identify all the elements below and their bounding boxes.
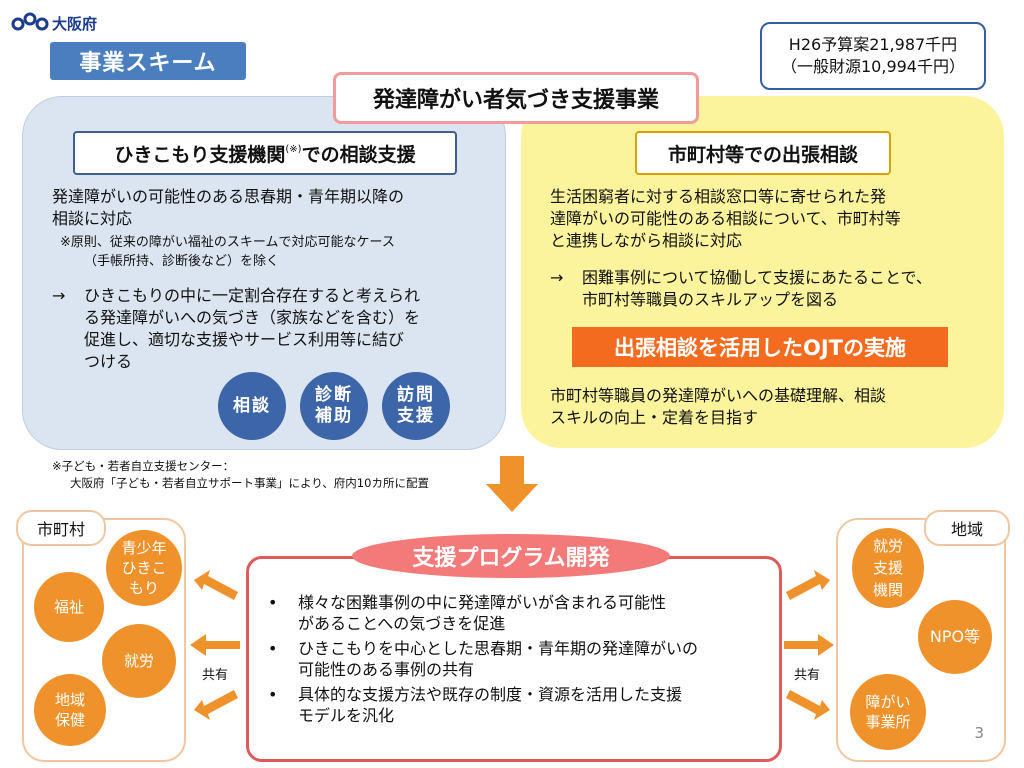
program-title: 支援プログラム開発 <box>352 534 670 578</box>
employment-support-line-3: 機関 <box>872 581 903 599</box>
left-para-1-line-1: 発達障がいの可能性のある思春期・青年期以降の <box>52 187 405 206</box>
right-para-1-line-1: 生活困窮者に対する相談窓口等に寄せられた発 <box>550 187 887 206</box>
left-arrow: → <box>52 286 66 305</box>
left-title-tail: での相談支援 <box>301 143 416 166</box>
community-health-line-1: 地域 <box>54 691 85 709</box>
employment-support-line-1: 就労 <box>872 537 903 555</box>
right-para-3: 市町村等職員の発達障がいへの基礎理解、相談 スキルの向上・定着を目指す <box>550 385 990 429</box>
disability-office-circle: 障がい 事業所 <box>850 674 926 750</box>
left-para-1: 発達障がいの可能性のある思春期・青年期以降の 相談に対応 <box>52 186 492 230</box>
community-health-circle: 地域 保健 <box>34 674 106 746</box>
program-bullet-1: 様々な困難事例の中に発達障がいが含まれる可能性 があることへの気づきを促進 <box>262 592 762 634</box>
left-arrow-middle-icon <box>190 634 240 656</box>
left-arrow-lower-icon <box>194 690 238 720</box>
visit-circle-line-1: 訪問 <box>397 385 435 405</box>
down-arrow-icon <box>486 456 538 512</box>
visit-support-circle: 訪問 支援 <box>382 372 450 440</box>
right-para-1-line-2: 達障がいの可能性のある相談について、市町村等 <box>550 209 901 228</box>
employment-circle-label: 就労 <box>123 652 154 670</box>
youth-hikikomori-circle: 青少年 ひきこ もり <box>106 530 182 606</box>
left-note: ※原則、従来の障がい福祉のスキームで対応可能なケース （手帳所持、診断後など）を… <box>60 233 490 271</box>
youth-circle-line-3: もり <box>128 579 159 597</box>
left-title-main: ひきこもり支援機関 <box>114 143 286 166</box>
left-para-2-line-3: 促進し、適切な支援やサービス利用等に結び <box>84 330 405 349</box>
disability-office-line-1: 障がい <box>865 693 911 711</box>
community-health-line-2: 保健 <box>54 711 85 729</box>
visit-circle-line-2: 支援 <box>397 406 435 426</box>
employment-support-circle: 就労 支援 機関 <box>852 528 924 608</box>
right-para-2-line-2: 市町村等職員のスキルアップを図る <box>582 290 839 309</box>
left-para-2: ひきこもりの中に一定割合存在すると考えられ る発達障がいへの気づき（家族などを含… <box>84 285 494 373</box>
right-para-1-line-3: と連携しながら相談に対応 <box>550 231 743 250</box>
bullet-2-line-1: ひきこもりを中心とした思春期・青年期の発達障がいの <box>298 639 699 658</box>
left-note-line-2: （手帳所持、診断後など）を除く <box>84 254 280 269</box>
consultation-circle-label: 相談 <box>233 395 271 416</box>
bullet-1-line-2: があることへの気づきを促進 <box>298 614 506 633</box>
welfare-circle: 福祉 <box>34 572 104 642</box>
main-title: 発達障がい者気づき支援事業 <box>333 72 699 124</box>
left-para-2-line-1: ひきこもりの中に一定割合存在すると考えられ <box>84 286 421 305</box>
footnote-line-1: ※子ども・若者自立支援センター： <box>52 459 235 473</box>
employment-circle: 就労 <box>102 624 176 698</box>
npo-circle: NPO等 <box>918 600 992 674</box>
scheme-label: 事業スキーム <box>50 42 246 80</box>
right-arrow-middle-icon <box>784 634 834 656</box>
disability-office-line-2: 事業所 <box>865 713 911 731</box>
diagnosis-circle-line-2: 補助 <box>315 406 353 426</box>
share-label-left: 共有 <box>202 668 229 683</box>
consultation-circle: 相談 <box>218 372 286 440</box>
footnote-line-2: 大阪府「子ども・若者自立サポート事業」により、府内10カ所に配置 <box>70 476 429 490</box>
right-para-2: 困難事例について協働して支援にあたることで、 市町村等職員のスキルアップを図る <box>582 267 992 311</box>
right-para-3-line-2: スキルの向上・定着を目指す <box>550 408 759 427</box>
right-arrow: → <box>550 268 564 287</box>
right-para-1: 生活困窮者に対する相談窓口等に寄せられた発 達障がいの可能性のある相談について、… <box>550 186 990 252</box>
right-panel-title: 市町村等での出張相談 <box>635 131 891 175</box>
left-para-2-line-4: つける <box>84 352 133 371</box>
left-panel-title: ひきこもり支援機関(※)での相談支援 <box>73 131 457 175</box>
youth-circle-line-2: ひきこ <box>121 559 167 577</box>
municipality-tag: 市町村 <box>16 510 106 546</box>
program-bullet-3: 具体的な支援方法や既存の制度・資源を活用した支援 モデルを汎化 <box>262 684 762 726</box>
left-note-line-1: ※原則、従来の障がい福祉のスキームで対応可能なケース <box>60 235 395 250</box>
ojt-banner: 出張相談を活用したOJTの実施 <box>572 327 948 367</box>
npo-circle-label: NPO等 <box>929 627 981 646</box>
budget-line-1: H26予算案21,987千円 <box>788 35 958 54</box>
welfare-circle-label: 福祉 <box>53 598 84 616</box>
right-arrow-upper-icon <box>786 570 830 600</box>
program-bullet-list: 様々な困難事例の中に発達障がいが含まれる可能性 があることへの気づきを促進 ひき… <box>262 592 762 730</box>
employment-support-line-2: 支援 <box>872 559 903 577</box>
right-para-2-line-1: 困難事例について協働して支援にあたることで、 <box>582 268 932 287</box>
bullet-3-line-2: モデルを汎化 <box>298 706 395 725</box>
left-share-arrows <box>190 570 240 720</box>
left-arrow-upper-icon <box>194 570 238 600</box>
left-title-note: (※) <box>285 143 302 155</box>
footnote: ※子ども・若者自立支援センター： 大阪府「子ども・若者自立サポート事業」により、… <box>52 458 492 492</box>
program-bullet-2: ひきこもりを中心とした思春期・青年期の発達障がいの 可能性のある事例の共有 <box>262 638 762 680</box>
left-para-1-line-2: 相談に対応 <box>52 209 133 228</box>
budget-line-2: （一般財源10,994千円） <box>781 57 965 76</box>
bullet-1-line-1: 様々な困難事例の中に発達障がいが含まれる可能性 <box>298 593 667 612</box>
diagnosis-circle-line-1: 診断 <box>315 385 353 405</box>
share-label-right: 共有 <box>794 668 821 683</box>
bullet-2-line-2: 可能性のある事例の共有 <box>298 660 475 679</box>
budget-box: H26予算案21,987千円 （一般財源10,994千円） <box>760 22 986 90</box>
page-number: 3 <box>974 724 984 742</box>
org-name: 大阪府 <box>52 15 98 33</box>
right-share-arrows <box>784 570 834 720</box>
right-para-3-line-1: 市町村等職員の発達障がいへの基礎理解、相談 <box>550 386 887 405</box>
left-para-2-line-2: る発達障がいへの気づき（家族などを含む）を <box>84 308 421 327</box>
youth-circle-line-1: 青少年 <box>121 539 167 557</box>
osaka-prefecture-logo-icon <box>11 12 49 31</box>
right-arrow-lower-icon <box>786 690 830 720</box>
diagnosis-support-circle: 診断 補助 <box>300 372 368 440</box>
region-tag: 地域 <box>924 510 1010 546</box>
bullet-3-line-1: 具体的な支援方法や既存の制度・資源を活用した支援 <box>298 685 683 704</box>
